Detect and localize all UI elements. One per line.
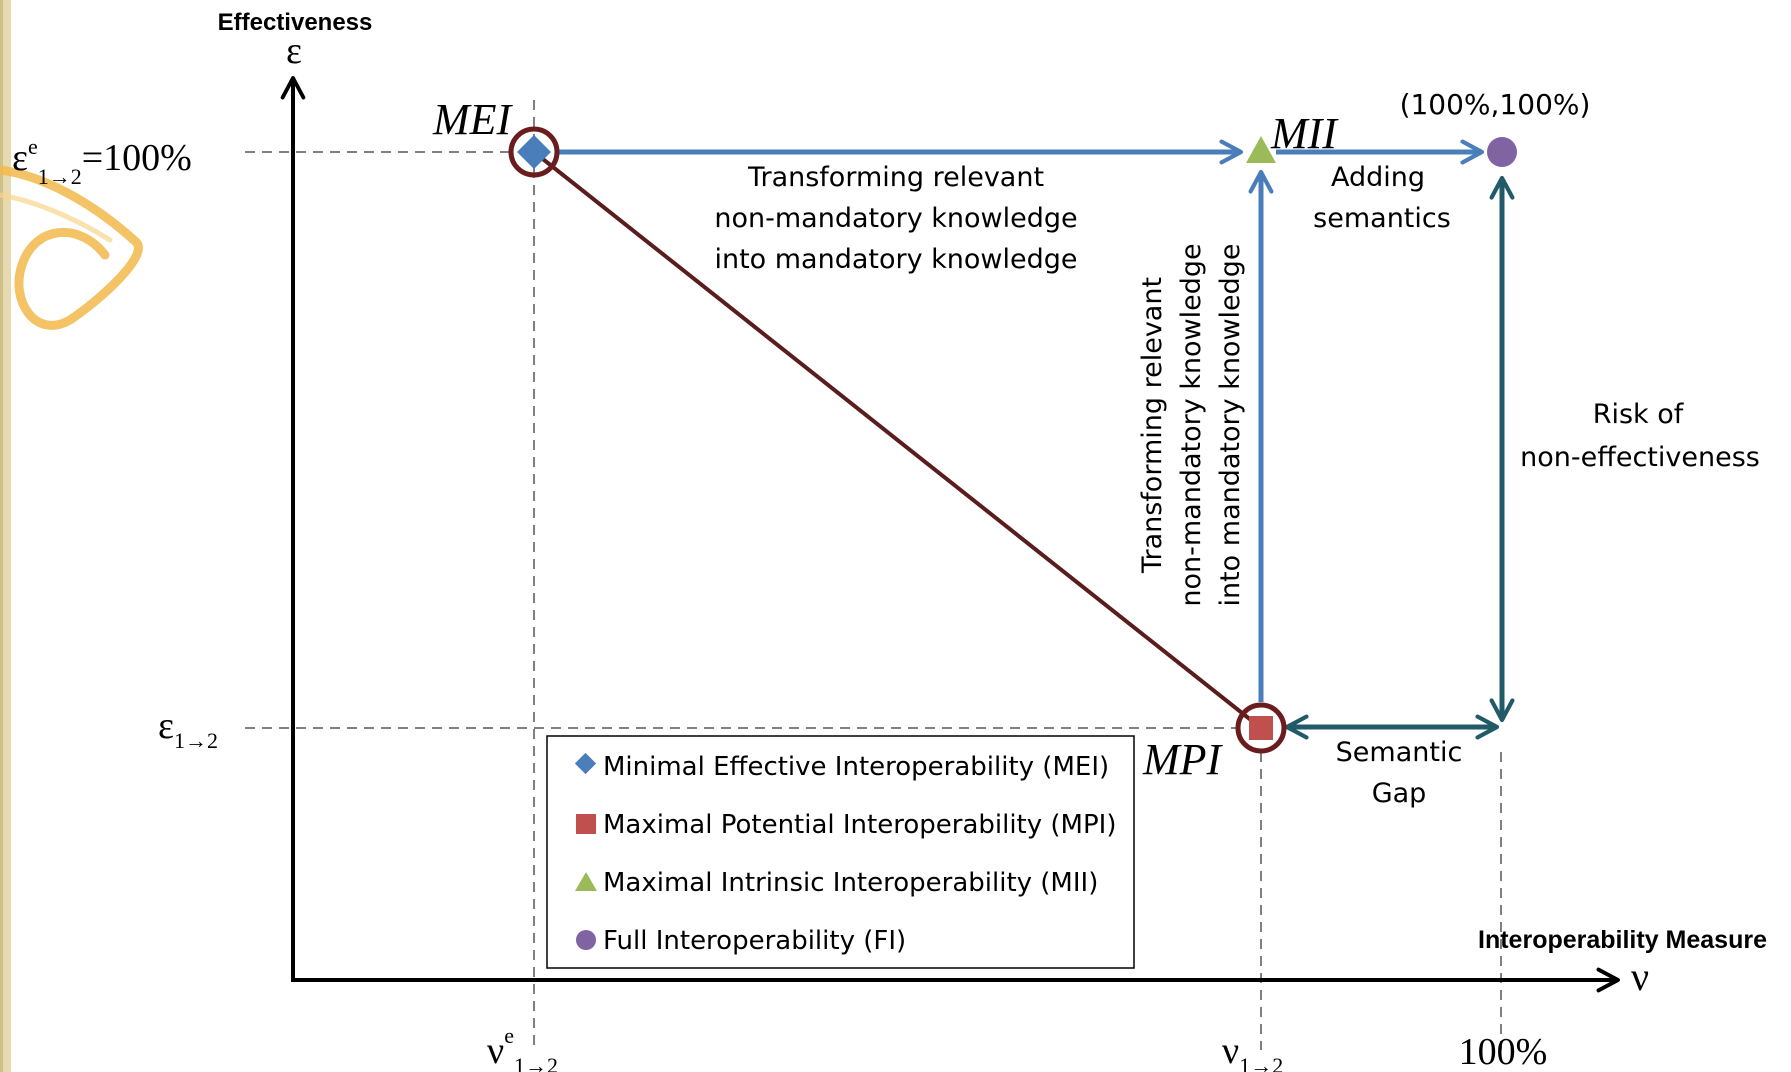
x-tick-mid-base: ν [1222,1030,1239,1072]
mei-label: MEI [432,95,514,144]
top-caption-line-3: into mandatory knowledge [714,244,1077,275]
mpi-square-marker [1249,716,1273,740]
legend-item-mpi: Maximal Potential Interoperability (MPI) [603,810,1116,840]
mpi-ring [1235,702,1287,754]
legend-diamond-icon [574,752,597,775]
adding-line-2: semantics [1313,203,1451,234]
y-axis-symbol: ε [286,30,302,72]
legend: Minimal Effective Interoperability (MEI)… [546,735,1135,969]
mii-label: MII [1270,109,1339,158]
x-tick-left-sub: 1→2 [514,1053,558,1072]
x-tick-measure: ν1→2 [1222,1030,1283,1072]
top-arrow-caption: Transforming relevant non-mandatory know… [714,162,1077,275]
semantic-gap-caption: Semantic Gap [1336,737,1463,809]
y-tick-top-base: ε [12,137,28,179]
adding-semantics-caption: Adding semantics [1313,162,1451,234]
decor-swirl [0,165,143,330]
y-tick-effective-100: εe1→2=100% [12,134,192,189]
y-tick-low-sub: 1→2 [174,728,218,753]
vertical-caption-line-2: non-mandatory knowledge [1176,243,1207,606]
legend-triangle-icon [575,872,597,891]
vertical-caption-line-3: into mandatory knowledge [1215,243,1246,606]
legend-item-fi: Full Interoperability (FI) [603,926,906,956]
decor-swirl-thin [0,192,113,243]
legend-item-mei: Minimal Effective Interoperability (MEI) [603,752,1109,782]
guide-lines [245,100,1502,1050]
y-axis-title: Effectiveness [218,9,373,36]
risk-line-1: Risk of [1593,399,1685,430]
left-decor-strip [0,0,11,1072]
x-tick-left-base: ν [487,1030,504,1072]
left-decor-edge [0,0,3,1072]
y-tick-top-sub: 1→2 [38,164,82,189]
top-caption-line-2: non-mandatory knowledge [714,203,1077,234]
y-tick-effectiveness: ε1→2 [158,705,218,753]
y-tick-top-suffix: =100% [82,137,192,179]
top-caption-line-1: Transforming relevant [747,162,1044,193]
vertical-arrow-caption: Transforming relevant non-mandatory know… [1137,243,1246,606]
x-tick-left-sup: e [504,1023,514,1048]
y-tick-top-sup: e [28,134,38,159]
x-axis-title: Interoperability Measure [1478,926,1767,954]
risk-caption: Risk of non-effectiveness [1520,399,1760,473]
fi-circle-marker [1487,137,1517,167]
x-tick-100: 100% [1459,1031,1548,1072]
risk-line-2: non-effectiveness [1520,442,1760,473]
mpi-label: MPI [1142,735,1224,784]
gap-line-2: Gap [1372,778,1427,809]
mei-mpi-line [532,150,1263,730]
gap-line-1: Semantic [1336,737,1463,768]
mei-ring [508,126,560,178]
legend-item-mii: Maximal Intrinsic Interoperability (MII) [603,868,1098,898]
mei-diamond-marker [517,135,551,169]
x-axis-symbol: ν [1631,954,1649,999]
y-tick-low-base: ε [158,705,174,747]
fi-coordinate-label: (100%,100%) [1400,88,1591,121]
x-tick-effective-measure: νe1→2 [487,1023,558,1072]
legend-circle-icon [576,930,596,950]
legend-square-icon [576,814,596,834]
vertical-caption-line-1: Transforming relevant [1137,277,1168,574]
x-tick-mid-sub: 1→2 [1239,1053,1283,1072]
mii-triangle-marker [1246,136,1276,163]
legend-box [546,735,1135,969]
adding-line-1: Adding [1331,162,1425,193]
